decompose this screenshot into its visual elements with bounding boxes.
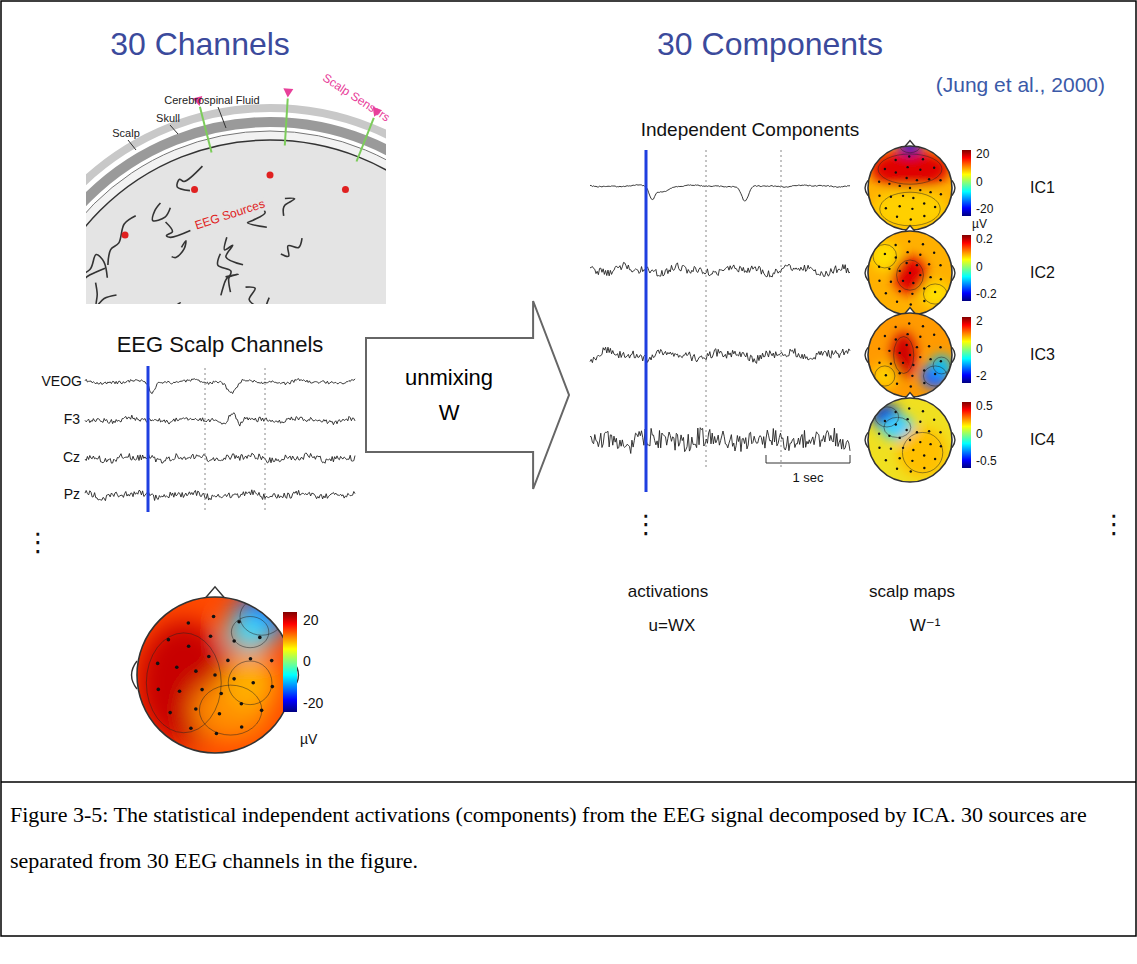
figure-label: 20: [976, 148, 989, 161]
figure-label: ⋮: [25, 528, 51, 557]
figure-label: F3: [64, 412, 80, 427]
leader-line: [218, 107, 226, 128]
figure-label: ⋮: [1101, 510, 1127, 539]
figure-caption: Figure 3-5: The statistical independent …: [10, 792, 1128, 884]
figure-label: -0.2: [976, 288, 997, 301]
figure-label: 0: [303, 654, 311, 669]
figure-label: Pz: [64, 487, 80, 502]
component-trace: [590, 262, 850, 277]
figure-label: Cerebrospinal Fluid: [164, 94, 259, 106]
figure-label: ⋮: [633, 510, 659, 539]
figure-label: IC3: [1030, 346, 1055, 364]
scalp-map: [865, 138, 971, 230]
eeg-trace: [85, 379, 355, 394]
figure-label: 0: [976, 261, 983, 274]
figure-label: IC1: [1030, 179, 1055, 197]
eeg-trace: [85, 490, 355, 501]
component-trace: [590, 428, 850, 454]
leader-line: [170, 125, 178, 134]
arrow-outline: [365, 300, 570, 490]
color-bar: [962, 235, 971, 301]
event-marker: [147, 366, 150, 512]
head-cross-section: [86, 88, 386, 304]
scalp-map: [132, 587, 299, 753]
color-bar: [962, 402, 971, 468]
figure-label: IC2: [1030, 264, 1055, 282]
figure-label: Scalp: [112, 127, 140, 139]
eeg-trace: [85, 453, 355, 463]
figure-label: -0.5: [976, 455, 997, 468]
scalp-map: [865, 226, 971, 315]
figure-label: scalp maps: [869, 583, 955, 602]
arrow-text: unmixing: [405, 360, 493, 395]
arrow-text: W: [439, 395, 460, 430]
figure-label: -20: [976, 203, 993, 216]
figure-label: µV: [300, 732, 317, 747]
figure-label: -2: [976, 370, 987, 383]
scalp-map: [865, 393, 971, 482]
figure-label: VEOG: [42, 374, 82, 389]
figure-label: 0.5: [976, 400, 993, 413]
time-gridline: [205, 368, 206, 510]
unmixing-arrow: unmixingW: [365, 300, 570, 490]
time-gridline: [706, 150, 707, 470]
color-bar: [962, 317, 971, 383]
figure-label: Scalp Sensors: [320, 71, 392, 124]
panel-heading: 30 Components: [657, 27, 883, 62]
component-trace: [590, 185, 850, 201]
figure-frame: [1, 1, 1136, 936]
figure-label: 0: [976, 428, 983, 441]
figure-label: 2: [976, 315, 983, 328]
figure-label: u=WX: [649, 617, 696, 636]
component-trace: [590, 347, 850, 363]
event-marker: [645, 150, 648, 492]
figure-label: 1 sec: [792, 471, 823, 485]
figure-label: 0.2: [976, 233, 993, 246]
figure-label: 0: [976, 176, 983, 189]
color-bar: [962, 150, 971, 216]
panel-heading: 30 Channels: [110, 27, 290, 62]
figure-label: EEG Scalp Channels: [117, 333, 324, 357]
caption-divider: [1, 781, 1136, 783]
figure-label: (Jung et al., 2000): [936, 73, 1105, 96]
figure-label: Independent Components: [641, 120, 860, 141]
color-bar: [283, 612, 297, 712]
figure-label: Skull: [156, 112, 180, 124]
figure-label: W⁻¹: [910, 617, 941, 636]
figure-label: IC4: [1030, 431, 1055, 449]
leader-line: [128, 140, 136, 150]
eeg-trace: [85, 413, 355, 426]
time-gridline: [781, 150, 782, 470]
arrow-body: unmixingW: [365, 338, 533, 452]
figure-label: Cz: [63, 450, 80, 465]
time-gridline: [265, 368, 266, 510]
time-scale-bar: [766, 455, 850, 463]
figure-label: 0: [976, 343, 983, 356]
figure-label: EEG Sources: [191, 197, 268, 233]
figure-label: activations: [628, 583, 708, 602]
scalp-map: [865, 308, 971, 397]
figure-label: µV: [972, 218, 987, 231]
figure-label: -20: [303, 696, 323, 711]
figure-label: 20: [303, 613, 319, 628]
